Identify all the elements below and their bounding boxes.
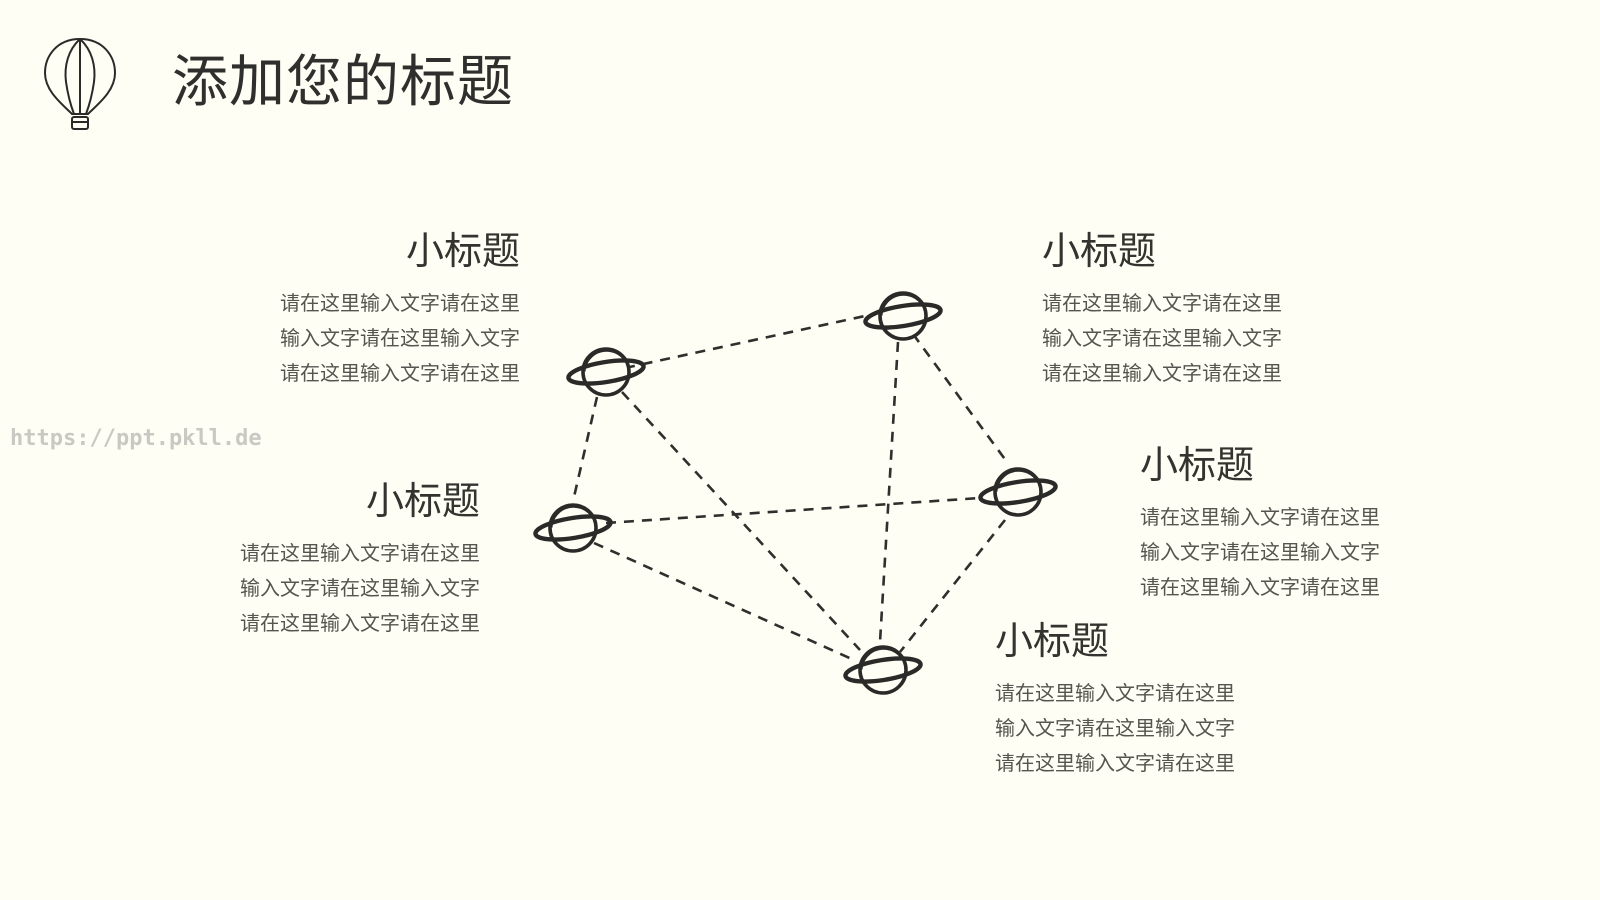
block-body-line: 请在这里输入文字请在这里	[1042, 361, 1282, 385]
connection-line	[593, 541, 855, 662]
block-heading: 小标题	[405, 229, 520, 273]
connection-line	[572, 396, 599, 498]
block-body-line: 输入文字请在这里输入文字	[280, 326, 520, 350]
connection-lines	[572, 314, 1009, 662]
block-body-line: 请在这里输入文字请在这里	[1140, 505, 1380, 529]
block-body-line: 输入文字请在这里输入文字	[995, 716, 1235, 740]
block-body-line: 请在这里输入文字请在这里	[995, 681, 1235, 705]
block-heading: 小标题	[1042, 229, 1157, 273]
block-heading: 小标题	[1140, 443, 1255, 487]
block-body-line: 输入文字请在这里输入文字	[1042, 326, 1282, 350]
text-block-middle-right: 小标题 请在这里输入文字请在这里 输入文字请在这里输入文字 请在这里输入文字请在…	[1140, 442, 1440, 605]
connection-line	[911, 333, 1009, 463]
block-body-line: 请在这里输入文字请在这里	[280, 361, 520, 385]
watermark-text: https://ppt.pkll.de	[10, 426, 262, 451]
planet-icon	[863, 291, 943, 341]
block-body-line: 请在这里输入文字请在这里	[240, 541, 480, 565]
planet-icon	[533, 503, 613, 553]
block-body-line: 请在这里输入文字请在这里	[995, 751, 1235, 775]
connection-line	[878, 341, 900, 643]
text-block-top-left: 小标题 请在这里输入文字请在这里 输入文字请在这里输入文字 请在这里输入文字请在…	[220, 228, 520, 391]
connection-line	[605, 496, 981, 525]
text-block-middle-left: 小标题 请在这里输入文字请在这里 输入文字请在这里输入文字 请在这里输入文字请在…	[180, 478, 480, 641]
connection-line	[624, 314, 866, 370]
block-body-line: 请在这里输入文字请在这里	[240, 611, 480, 635]
block-body: 请在这里输入文字请在这里 输入文字请在这里输入文字 请在这里输入文字请在这里	[1042, 286, 1342, 391]
block-heading: 小标题	[995, 619, 1110, 663]
text-block-top-right: 小标题 请在这里输入文字请在这里 输入文字请在这里输入文字 请在这里输入文字请在…	[1042, 228, 1342, 391]
connection-line	[898, 519, 1007, 653]
block-body: 请在这里输入文字请在这里 输入文字请在这里输入文字 请在这里输入文字请在这里	[220, 286, 520, 391]
planet-icon	[978, 467, 1058, 517]
block-body-line: 输入文字请在这里输入文字	[1140, 540, 1380, 564]
planet-icon	[566, 347, 646, 397]
text-block-bottom-right: 小标题 请在这里输入文字请在这里 输入文字请在这里输入文字 请在这里输入文字请在…	[995, 618, 1295, 781]
block-body-line: 请在这里输入文字请在这里	[1042, 291, 1282, 315]
block-body-line: 请在这里输入文字请在这里	[1140, 575, 1380, 599]
block-body-line: 输入文字请在这里输入文字	[240, 576, 480, 600]
block-body-line: 请在这里输入文字请在这里	[280, 291, 520, 315]
block-heading: 小标题	[365, 479, 480, 523]
connection-line	[621, 391, 861, 651]
block-body: 请在这里输入文字请在这里 输入文字请在这里输入文字 请在这里输入文字请在这里	[995, 676, 1295, 781]
block-body: 请在这里输入文字请在这里 输入文字请在这里输入文字 请在这里输入文字请在这里	[180, 536, 480, 641]
hot-air-balloon-icon	[44, 38, 116, 130]
slide-title: 添加您的标题	[172, 50, 514, 115]
planet-icon	[843, 645, 923, 695]
block-body: 请在这里输入文字请在这里 输入文字请在这里输入文字 请在这里输入文字请在这里	[1140, 500, 1440, 605]
